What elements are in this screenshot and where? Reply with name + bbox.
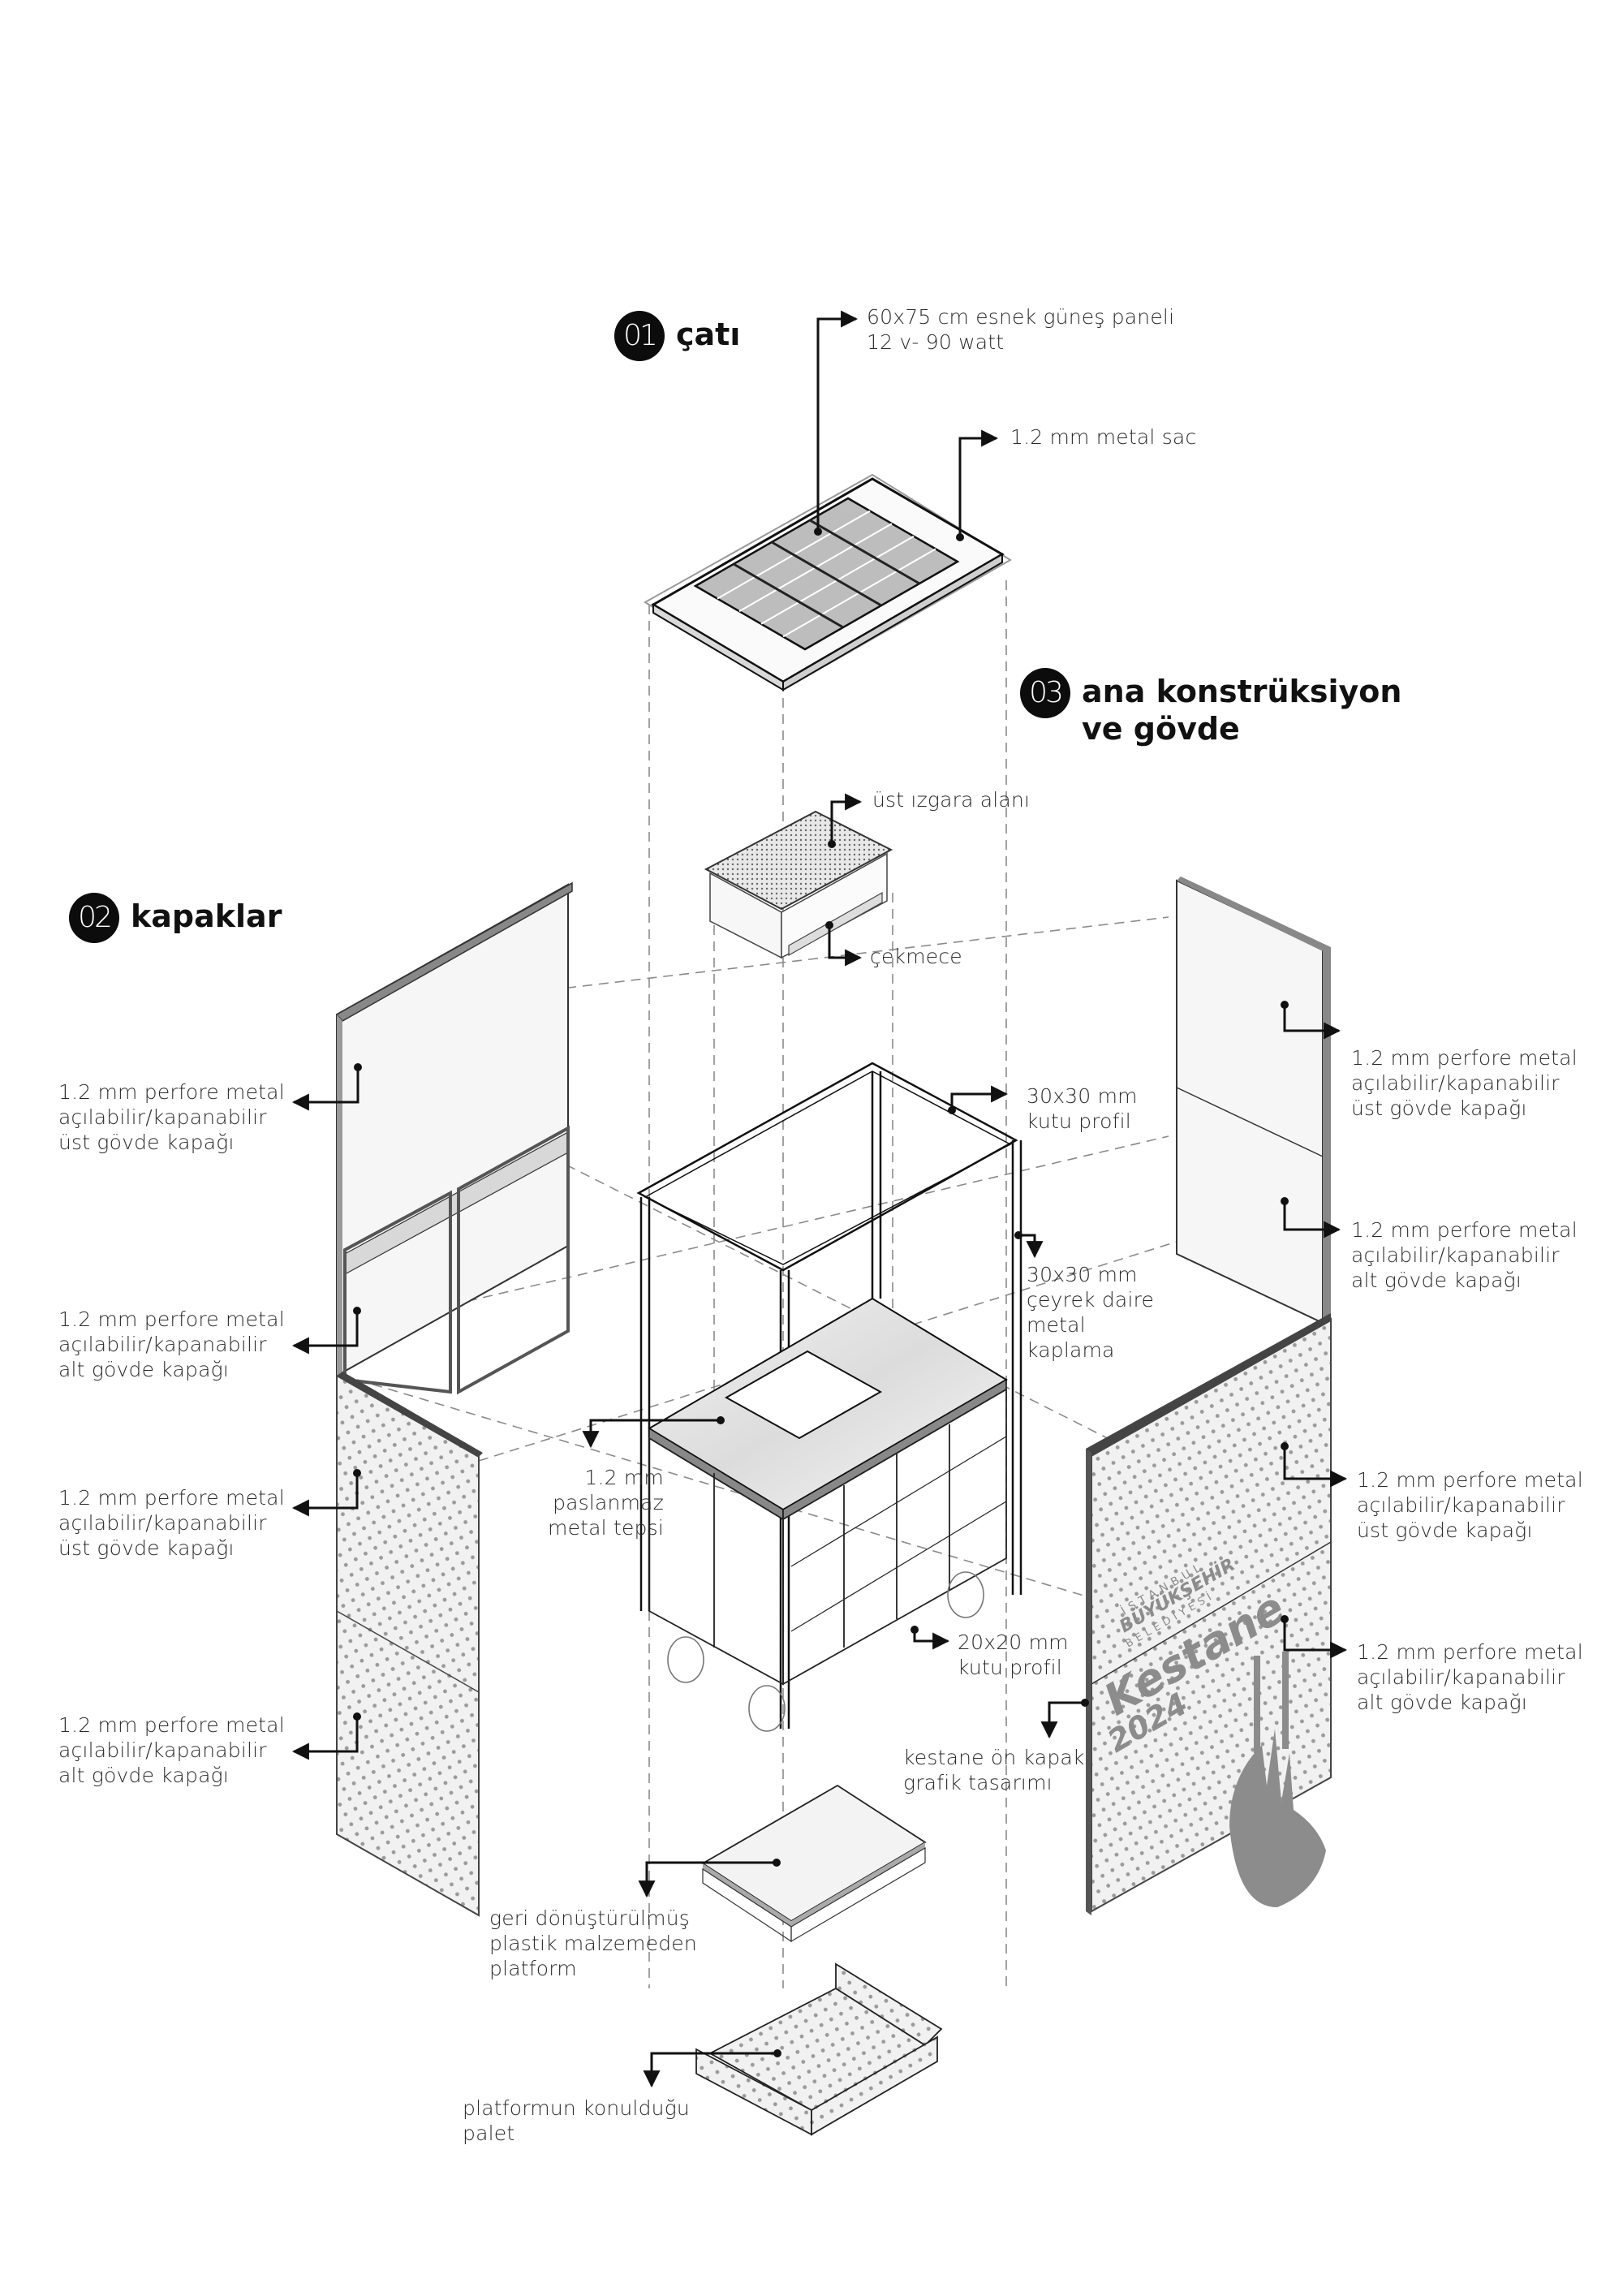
label-platform: geri dönüştürülmüş plastik malzemeden pl… — [489, 1906, 697, 1980]
label-left-lower-perforated-cover: 1.2 mm perfore metal açılabilir/kapanabi… — [58, 1713, 285, 1787]
section-number-badge: 01 — [614, 311, 665, 361]
label-left-lower-glass-cover: 1.2 mm perfore metal açılabilir/kapanabi… — [58, 1307, 285, 1381]
section-number-badge: 03 — [1020, 668, 1070, 718]
section-heading-roof: 01 çatı — [614, 311, 740, 361]
label-left-upper-glass-cover: 1.2 mm perfore metal açılabilir/kapanabi… — [58, 1080, 285, 1154]
leader-lines — [291, 310, 1348, 2088]
section-number-badge: 02 — [69, 893, 119, 943]
label-solar-panel: 60x75 cm esnek güneş paneli 12 v- 90 wat… — [867, 305, 1175, 354]
section-title: çatı — [676, 317, 741, 352]
recycled-plastic-platform — [701, 1784, 927, 1943]
label-left-upper-perforated-cover: 1.2 mm perfore metal açılabilir/kapanabi… — [58, 1486, 285, 1560]
section-title: kapaklar — [131, 898, 282, 934]
pallet — [695, 1962, 943, 2136]
section-heading-construction: 03 ana konstrüksiyon ve gövde — [1020, 668, 1401, 747]
label-box-profile-30: 30x30 mm kutu profil — [1027, 1084, 1138, 1133]
label-metal-sheet: 1.2 mm metal sac — [1010, 425, 1197, 449]
roof-solar-panel — [644, 473, 1012, 691]
leader-dots — [353, 840, 1289, 2057]
label-drawer: çekmece — [870, 945, 962, 968]
steel-tray — [648, 1297, 1008, 1521]
label-stainless-tray: 1.2 mm paslanmaz metal tepsi — [548, 1466, 664, 1540]
left-glass-panel — [335, 881, 573, 1395]
solar-cell-divider — [809, 519, 920, 585]
label-right-lower-glass-cover: 1.2 mm perfore metal açılabilir/kapanabi… — [1351, 1218, 1578, 1292]
label-box-profile-20: 20x20 mm kutu profil — [958, 1630, 1069, 1679]
casters — [667, 1571, 984, 1732]
cabinet-body — [648, 1388, 1007, 1686]
solar-cell-divider — [733, 562, 844, 629]
ibb-logo-icon — [1229, 1652, 1326, 1907]
label-pallet: platformun konulduğu palet — [463, 2096, 690, 2145]
label-grill-area: üst ızgara alanı — [872, 788, 1031, 812]
label-front-graphic: kestane ön kapak grafik tasarımı — [903, 1746, 1085, 1794]
solar-cell-divider — [771, 541, 882, 607]
right-glass-panel — [1176, 877, 1331, 1327]
left-perforated-panel — [336, 1372, 483, 1917]
label-quarter-circle-cladding: 30x30 mm çeyrek daire metal kaplama — [1027, 1263, 1155, 1362]
label-right-upper-glass-cover: 1.2 mm perfore metal açılabilir/kapanabi… — [1351, 1046, 1578, 1120]
section-title: ana konstrüksiyon ve gövde — [1082, 674, 1402, 747]
right-perforated-panel: İSTANBUL BÜYÜKŞEHİR BELEDİYESİ Kestane 2… — [1086, 1313, 1332, 1915]
label-right-lower-perforated-cover: 1.2 mm perfore metal açılabilir/kapanabi… — [1357, 1640, 1583, 1714]
grill-unit — [704, 810, 893, 959]
section-heading-covers: 02 kapaklar — [69, 893, 282, 943]
label-right-upper-perforated-cover: 1.2 mm perfore metal açılabilir/kapanabi… — [1357, 1468, 1583, 1542]
